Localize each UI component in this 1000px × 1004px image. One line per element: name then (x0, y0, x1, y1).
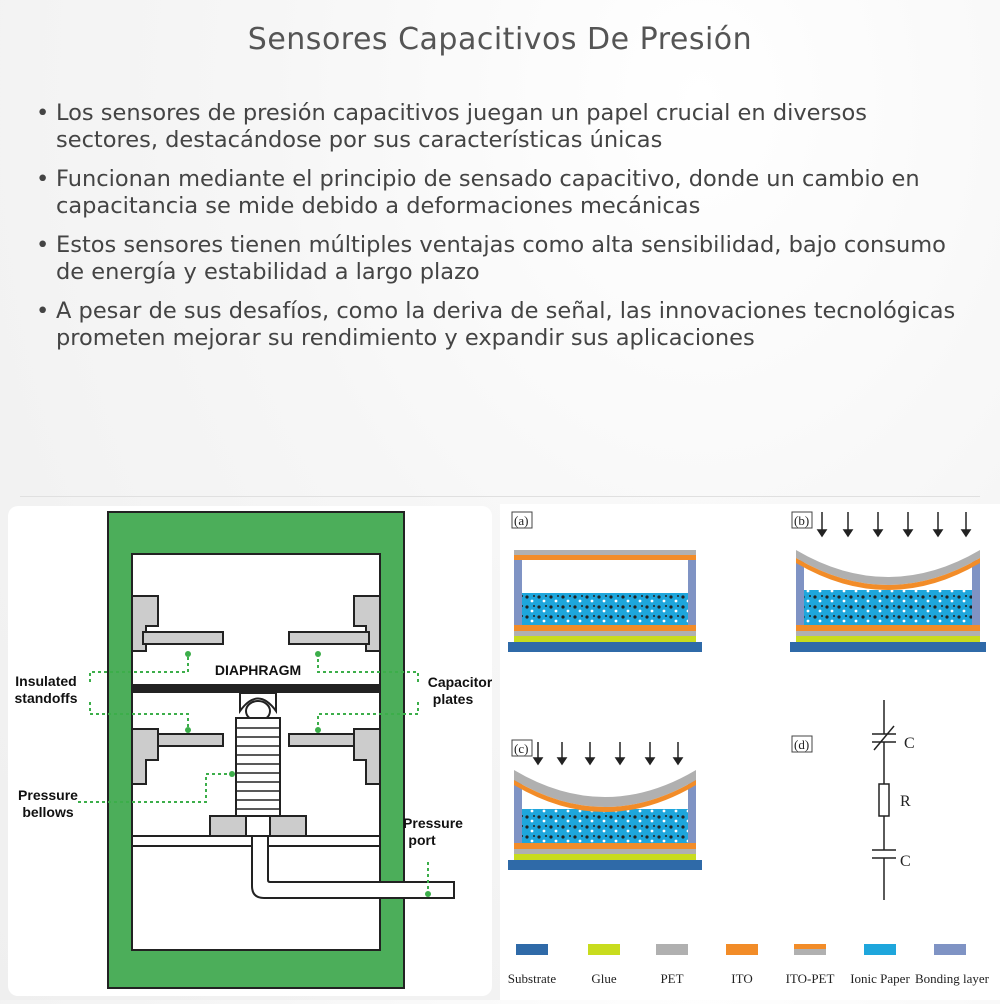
bellows-folds (236, 727, 280, 810)
legend-swatch-pet (656, 944, 688, 955)
divider (20, 496, 980, 497)
legend-label-ito: ITO (731, 971, 752, 986)
panel-b-label: (b) (794, 513, 809, 528)
capacitor-plates-label: Capacitor (428, 674, 492, 690)
legend-label-ito-pet: ITO-PET (786, 971, 835, 986)
base-right-block (269, 815, 307, 837)
bullet-item: A pesar de sus desafíos, como la deriva … (34, 298, 964, 352)
bullet-item: Los sensores de presión capacitivos jueg… (34, 100, 964, 154)
legend-label-pet: PET (660, 971, 683, 986)
pressure-bellows (235, 717, 281, 817)
legend: Substrate Glue PET ITO ITO-PET Ionic Pap… (508, 944, 990, 986)
insulated-standoffs-label-2: standoffs (15, 690, 78, 706)
upper-left-plate (142, 631, 224, 645)
upper-right-plate (288, 631, 370, 645)
legend-label-glue: Glue (591, 971, 617, 986)
leader-lines (78, 656, 429, 892)
diaphragm-label: DIAPHRAGM (215, 662, 301, 678)
base-left-block (209, 815, 247, 837)
panel-b-pressure-arrows (816, 512, 972, 538)
flexible-sensor-diagram: (a) (b) (508, 511, 990, 986)
insulated-standoffs-label: Insulated (15, 673, 76, 689)
panel-d: (d) C R C (791, 700, 915, 900)
circuit-c2-label: C (900, 853, 911, 870)
pressure-bellows-label-2: bellows (22, 804, 74, 820)
legend-swatch-glue (588, 944, 620, 955)
legend-swatch-ionic-paper (864, 944, 896, 955)
pressure-port-label: Pressure (403, 815, 463, 831)
bullet-item: Funcionan mediante el principio de sensa… (34, 166, 964, 220)
panel-c-label: (c) (514, 741, 528, 756)
upper-left-standoff (131, 595, 159, 652)
legend-swatch-ito-pet (794, 944, 826, 949)
panel-a: (a) (508, 511, 702, 652)
panel-c-pressure-arrows (532, 742, 684, 766)
equivalent-circuit (872, 700, 896, 900)
legend-label-bonding-layer: Bonding layer (915, 971, 990, 986)
flexible-sensor-panel: (a) (b) (500, 504, 1000, 1000)
pressure-bellows-label: Pressure (18, 787, 78, 803)
page-title: Sensores Capacitivos De Presión (247, 22, 753, 57)
lower-left-standoff (131, 728, 159, 785)
legend-swatch-ito (726, 944, 758, 955)
capacitor-plates-label-2: plates (433, 691, 474, 707)
legend-label-ionic-paper: Ionic Paper (850, 971, 910, 986)
circuit-r-label: R (900, 793, 911, 810)
panel-d-label: (d) (794, 737, 809, 752)
legend-swatch-bonding-layer (934, 944, 966, 955)
pressure-tube (251, 835, 455, 899)
panel-c: (c) (508, 739, 702, 870)
diaphragm (132, 684, 380, 693)
sensor-cross-section-panel: DIAPHRAGM (8, 506, 493, 996)
bellows-connector (239, 692, 277, 715)
panel-b: (b) (790, 511, 986, 652)
lower-right-standoff (353, 728, 381, 785)
circuit-c1-label: C (904, 735, 915, 752)
upper-right-standoff (353, 595, 381, 652)
legend-swatch-substrate (516, 944, 548, 955)
legend-label-substrate: Substrate (508, 971, 557, 986)
panel-a-label: (a) (514, 513, 528, 528)
bullet-item: Estos sensores tienen múltiples ventajas… (34, 232, 964, 286)
pressure-port-label-2: port (408, 832, 436, 848)
bullet-list: Los sensores de presión capacitivos jueg… (34, 100, 964, 364)
sensor-cross-section-diagram: DIAPHRAGM (15, 511, 493, 989)
